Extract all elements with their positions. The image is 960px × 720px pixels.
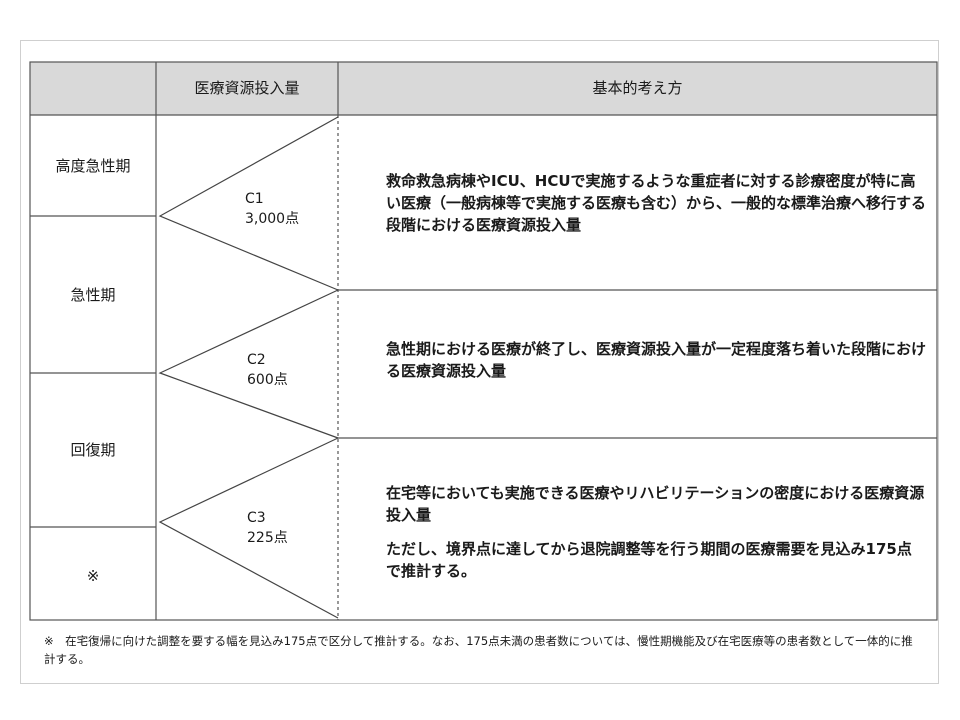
threshold-c2: C2 600点 xyxy=(247,350,288,390)
footnote: ※ 在宅復帰に向けた調整を要する幅を見込み175点で区分して推計する。なお、17… xyxy=(44,634,913,666)
stage-note-mark: ※ xyxy=(86,567,100,585)
threshold-c3: C3 225点 xyxy=(247,508,288,548)
wedge-c2 xyxy=(158,289,339,439)
concept-c3: 在宅等においても実施できる医療やリハビリテーションの密度における医療資源投入量 … xyxy=(386,482,926,582)
stage-high-acute: 高度急性期 xyxy=(55,157,131,175)
table-border xyxy=(29,61,938,621)
wedge-c1 xyxy=(158,116,339,291)
concept-c3-text-2: ただし、境界点に達してから退院調整等を行う期間の医療需要を見込み175点で推計す… xyxy=(386,540,912,580)
concept-c2: 急性期における医療が終了し、医療資源投入量が一定程度落ち着いた段階における医療資… xyxy=(386,338,926,382)
threshold-c3-points: 225点 xyxy=(247,530,288,546)
threshold-c1-code: C1 xyxy=(245,191,264,207)
header-amount: 医療資源投入量 xyxy=(194,79,300,97)
stage-acute: 急性期 xyxy=(70,286,116,304)
concept-c2-text: 急性期における医療が終了し、医療資源投入量が一定程度落ち着いた段階における医療資… xyxy=(386,340,927,380)
concept-c3-text-1: 在宅等においても実施できる医療やリハビリテーションの密度における医療資源投入量 xyxy=(386,484,925,524)
table-header-bg xyxy=(30,62,937,115)
threshold-c2-points: 600点 xyxy=(247,372,288,388)
threshold-c1-points: 3,000点 xyxy=(245,211,300,227)
concept-c1: 救命救急病棟やICU、HCUで実施するような重症者に対する診療密度が特に高い医療… xyxy=(386,170,926,236)
threshold-c3-code: C3 xyxy=(247,510,266,526)
slide-frame xyxy=(20,40,939,684)
wedge-c3 xyxy=(158,437,339,619)
header-concept: 基本的考え方 xyxy=(592,79,683,97)
threshold-c2-code: C2 xyxy=(247,352,266,368)
stage-recovery: 回復期 xyxy=(70,441,116,459)
threshold-c1: C1 3,000点 xyxy=(245,189,299,229)
concept-c1-text: 救命救急病棟やICU、HCUで実施するような重症者に対する診療密度が特に高い医療… xyxy=(386,172,927,234)
